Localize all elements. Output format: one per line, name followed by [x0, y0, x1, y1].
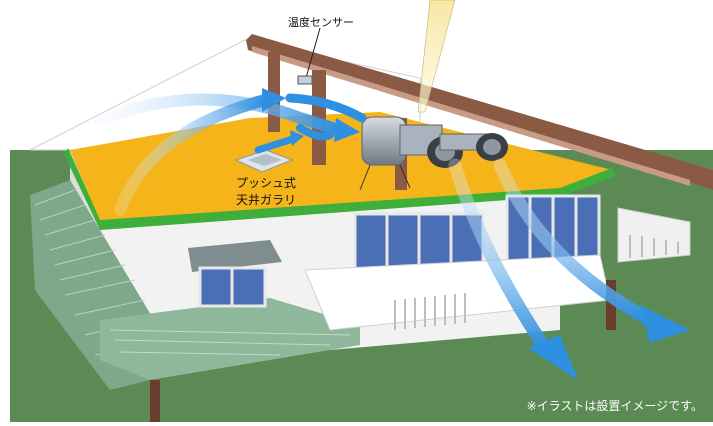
airflow-arrow	[493, 158, 657, 327]
ceiling-grille-icon	[234, 149, 294, 173]
roof-beam-underside	[252, 46, 690, 186]
airflow-arrow	[448, 158, 552, 355]
eave-band	[64, 148, 616, 230]
right-terrace	[617, 207, 691, 263]
airflow-arrow	[254, 134, 300, 154]
airflow-arrows	[94, 88, 690, 380]
airflow-arrow	[262, 88, 286, 112]
ceiling-grille-label-line2: 天井ガラリ	[236, 193, 297, 207]
attic-post-2	[312, 70, 326, 165]
ceiling-grille-label: プッシュ式 天井ガラリ	[236, 175, 296, 209]
post-right	[606, 280, 616, 330]
roof-beam	[246, 34, 713, 190]
ventilation-fan-unit	[359, 116, 508, 191]
airflow-arrow	[334, 118, 360, 142]
airflow-arrow	[528, 335, 578, 380]
temperature-sensor-label: 温度センサー	[288, 16, 354, 29]
illustration-note: ※イラストは設置イメージです。	[526, 399, 703, 413]
airflow-arrow	[285, 93, 367, 123]
lower-roof-lines	[109, 329, 351, 356]
airflow-arrow	[290, 130, 304, 146]
lower-roof	[100, 298, 360, 380]
post-left	[150, 380, 160, 422]
temperature-sensor	[297, 27, 321, 85]
sun-beam	[417, 0, 456, 113]
ceiling-grille-label-line1: プッシュ式	[236, 176, 297, 190]
awning	[188, 240, 282, 272]
airflow-arrow	[296, 124, 334, 141]
airflow-arrow	[114, 94, 271, 216]
airflow-arrow	[640, 305, 690, 343]
balcony-rails	[394, 293, 466, 330]
